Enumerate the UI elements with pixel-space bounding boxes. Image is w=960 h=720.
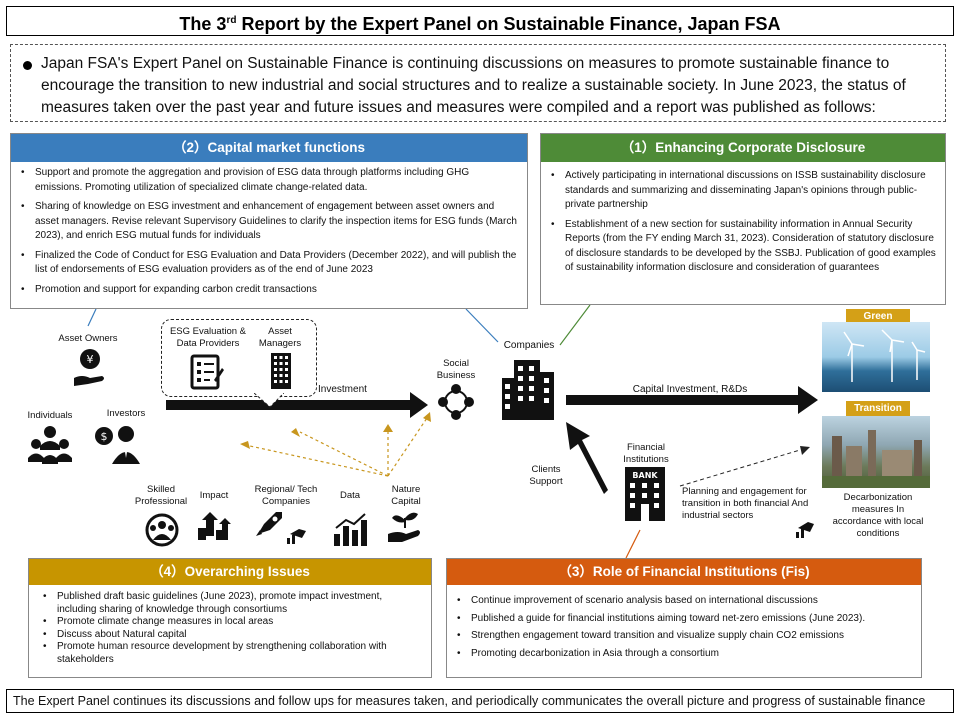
planning-dashed-arrow (679, 449, 801, 487)
financial-institutions-label: Financial Institutions (623, 442, 669, 465)
callout-line-fis (625, 529, 641, 559)
clients-support-label: Clients Support (529, 464, 563, 487)
wind-turbine-icon (843, 329, 926, 382)
list-item: Published a guide for financial institut… (455, 613, 913, 626)
list-item: Promote human resource development by st… (41, 641, 423, 666)
capital-market-panel: （2）Capital market functions Support and … (10, 133, 528, 309)
list-item: Promotion and support for expanding carb… (19, 283, 519, 298)
investment-arrow (166, 392, 428, 418)
skilled-professional-label: Skilled Professional (134, 484, 188, 507)
investors-label: Investors (106, 408, 146, 419)
callout-pointer (254, 393, 284, 408)
list-item: Published draft basic guidelines (June 2… (41, 591, 423, 616)
list-item: Finalized the Code of Conduct for ESG Ev… (19, 249, 519, 278)
capital-investment-arrow (566, 386, 818, 414)
callout-line-companies (465, 308, 499, 343)
social-business-label: Social Business (436, 358, 476, 381)
checklist-icon (190, 354, 224, 390)
plant-hand-icon (388, 512, 420, 542)
financial-institutions-panel: （3）Role of Financial Institutions (Fis) … (446, 558, 922, 678)
asset-owners-label: Asset Owners (58, 333, 118, 344)
network-people-icon (438, 384, 474, 420)
list-item: Support and promote the aggregation and … (19, 166, 519, 195)
impact-label: Impact (199, 490, 229, 501)
individuals-label: Individuals (27, 410, 73, 421)
overarching-issues-panel: （4）Overarching Issues Published draft ba… (28, 558, 432, 678)
callout-line-owners (87, 308, 97, 327)
industrial-plant-photo (822, 416, 930, 488)
list-item: Promoting decarbonization in Asia throug… (455, 648, 913, 661)
planning-engagement-label: Planning and engagement for transition i… (682, 486, 809, 521)
data-label: Data (339, 490, 361, 501)
corporate-disclosure-list: Actively participating in international … (541, 162, 945, 285)
footer-note: The Expert Panel continues its discussio… (6, 689, 954, 713)
people-group-icon (28, 426, 72, 464)
investment-label: Investment (318, 384, 367, 395)
bar-chart-icon (334, 513, 367, 546)
bullet-icon (23, 61, 32, 70)
nature-capital-label: Nature Capital (391, 484, 421, 507)
small-chart-icon (287, 529, 306, 544)
financial-support-arrow (566, 422, 608, 494)
list-item: Establishment of a new section for susta… (549, 218, 937, 276)
green-tag: Green (846, 309, 910, 325)
office-buildings-icon (502, 360, 554, 420)
corporate-disclosure-panel: （1）Enhancing Corporate Disclosure Active… (540, 133, 946, 305)
growth-arrows-icon (198, 512, 231, 540)
decarbonization-label: Decarbonization measures In accordance w… (832, 492, 924, 539)
svg-text:¥: ¥ (87, 353, 94, 366)
bank-building-icon: BANK (625, 467, 665, 521)
capital-investment-label: Capital Investment, R&Ds (632, 384, 748, 395)
handshake-chart-icon (796, 522, 814, 538)
list-item: Discuss about Natural capital (41, 629, 423, 642)
bank-sign: BANK (632, 471, 658, 480)
capital-market-heading: （2）Capital market functions (11, 134, 527, 162)
page-title: The 3rd Report by the Expert Panel on Su… (6, 6, 954, 36)
overarching-issues-list: Published draft basic guidelines (June 2… (29, 585, 431, 670)
wind-farm-photo (822, 322, 930, 392)
corporate-disclosure-heading: （1）Enhancing Corporate Disclosure (541, 134, 945, 162)
asset-managers-label: Asset Managers (258, 326, 302, 349)
investor-icon: $ (95, 426, 140, 464)
professional-globe-icon (145, 513, 179, 547)
intro-text: Japan FSA's Expert Panel on Sustainable … (41, 55, 906, 116)
intro-box: Japan FSA's Expert Panel on Sustainable … (10, 44, 946, 122)
list-item: Strengthen engagement toward transition … (455, 630, 913, 643)
svg-text:$: $ (101, 430, 108, 443)
list-item: Actively participating in international … (549, 169, 937, 213)
capital-market-list: Support and promote the aggregation and … (11, 162, 527, 306)
companies-label: Companies (503, 340, 555, 351)
transition-tag: Transition (846, 401, 910, 417)
factory-icon (822, 430, 930, 488)
overarching-issues-heading: （4）Overarching Issues (29, 559, 431, 585)
list-item: Promote climate change measures in local… (41, 616, 423, 629)
regional-tech-label: Regional/ Tech Companies (254, 484, 318, 507)
rocket-icon (256, 512, 282, 536)
money-hand-icon: ¥ (74, 349, 104, 386)
financial-institutions-heading: （3）Role of Financial Institutions (Fis) (447, 559, 921, 585)
nature-connectors (240, 412, 431, 477)
list-item: Continue improvement of scenario analysi… (455, 595, 913, 608)
list-item: Sharing of knowledge on ESG investment a… (19, 200, 519, 244)
building-icon (271, 353, 291, 389)
esg-providers-label: ESG Evaluation & Data Providers (169, 326, 247, 349)
callout-line-disclosure (559, 304, 591, 346)
financial-institutions-list: Continue improvement of scenario analysi… (447, 585, 921, 669)
